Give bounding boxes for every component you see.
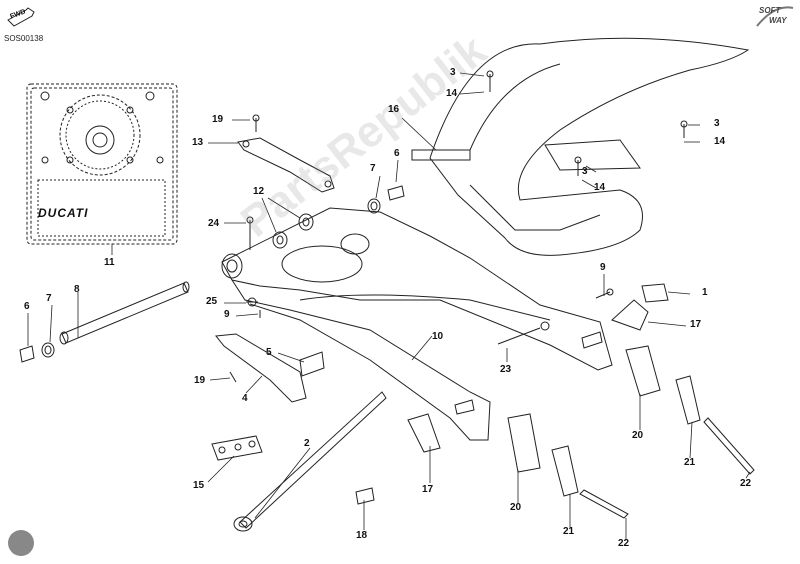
- chain-adjusters: [507, 345, 755, 519]
- callout-7-top: 7: [370, 163, 376, 174]
- plate-logo-text: DUCATI: [38, 206, 89, 220]
- leader-lines: [27, 72, 751, 540]
- bolts: [229, 70, 688, 383]
- callout-7-left: 7: [46, 293, 52, 304]
- callout-9-right: 9: [600, 262, 606, 273]
- callout-21-bottom: 21: [563, 526, 575, 537]
- callout-19-bottom: 19: [194, 375, 206, 386]
- callout-13: 13: [192, 137, 204, 148]
- callout-23: 23: [500, 364, 512, 375]
- callout-3-top: 3: [450, 67, 456, 78]
- callout-1: 1: [702, 287, 708, 298]
- chain-guide: [211, 435, 263, 461]
- callout-20-bottom: 20: [510, 502, 522, 513]
- callout-12: 12: [253, 186, 265, 197]
- callout-2: 2: [304, 438, 310, 449]
- callout-8: 8: [74, 284, 80, 295]
- spacer-tube: [59, 281, 190, 345]
- callout-16: 16: [388, 104, 400, 115]
- callout-14-right: 14: [714, 136, 726, 147]
- sprocket-plate: [26, 83, 178, 245]
- callout-14-mid: 14: [594, 182, 606, 193]
- pivot-shaft: [233, 391, 387, 532]
- swingarm: [221, 207, 613, 441]
- callout-6-left: 6: [24, 301, 30, 312]
- callout-18: 18: [356, 530, 368, 541]
- corner-logo-icon: [8, 530, 34, 556]
- diagram-code: SOS00138: [4, 34, 44, 43]
- callout-19-top: 19: [212, 114, 224, 125]
- callout-5: 5: [266, 347, 272, 358]
- small-brackets: [407, 283, 669, 453]
- brand-logo: SOFT WAY: [755, 4, 795, 30]
- callout-4: 4: [242, 393, 248, 404]
- callout-17-bottom: 17: [422, 484, 434, 495]
- fwd-arrow-icon: FWD: [6, 6, 36, 28]
- upper-brace: [237, 137, 335, 193]
- washers: [272, 213, 314, 249]
- rear-mudguard: [411, 37, 750, 256]
- callout-22-right: 22: [740, 478, 752, 489]
- callout-6-top: 6: [394, 148, 400, 159]
- callout-11: 11: [104, 257, 115, 268]
- callout-10: 10: [432, 331, 444, 342]
- callout-14-top: 14: [446, 88, 458, 99]
- callout-21-right: 21: [684, 457, 696, 468]
- callout-3-right: 3: [714, 118, 720, 129]
- callout-17-right: 17: [690, 319, 702, 330]
- lower-bracket: [215, 333, 325, 403]
- callout-3-mid: 3: [582, 166, 588, 177]
- caps-and-rings: [19, 185, 405, 505]
- callout-25: 25: [206, 296, 218, 307]
- callout-22-bottom: 22: [618, 538, 630, 549]
- brand-line2: WAY: [769, 16, 787, 25]
- callout-20-right: 20: [632, 430, 644, 441]
- callout-24: 24: [208, 218, 220, 229]
- callout-15: 15: [193, 480, 205, 491]
- brand-line1: SOFT: [759, 6, 781, 15]
- callout-9-left: 9: [224, 309, 230, 320]
